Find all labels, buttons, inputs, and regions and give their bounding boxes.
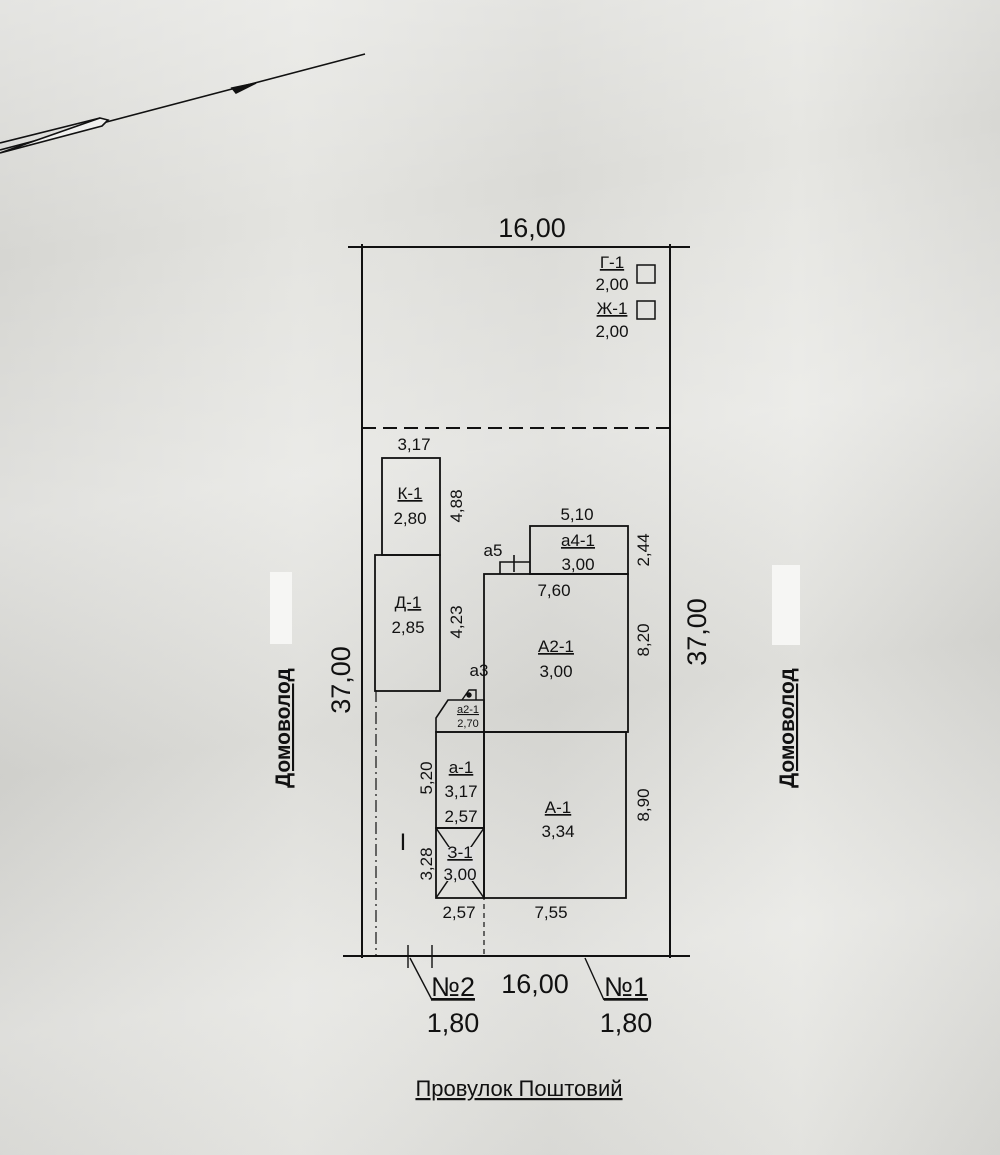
a-1-label: а-1 (449, 758, 474, 777)
redaction-box-left (270, 572, 292, 644)
d1-height: 2,85 (391, 618, 424, 637)
a-1-length: 5,20 (417, 761, 436, 794)
gate1-leader (584, 957, 605, 1001)
a-1-width: 2,57 (444, 807, 477, 826)
zh1-label: Ж-1 (597, 299, 628, 318)
a3-outline (461, 689, 477, 701)
k1-height: 2,80 (393, 509, 426, 528)
redaction-box-right (772, 565, 800, 645)
g1-symbol (636, 264, 656, 284)
street-label: Провулок Поштовий (415, 1076, 622, 1101)
well-symbol: I (400, 829, 407, 856)
k1-outline (381, 457, 441, 556)
A2-1-length: 8,20 (634, 623, 653, 656)
g1-height: 2,00 (595, 275, 628, 294)
gate1-width: 1,80 (600, 1008, 653, 1038)
d1-label: Д-1 (395, 593, 422, 612)
neighbor-left-label: Домоволод (272, 668, 295, 788)
gate2-width: 1,80 (427, 1008, 480, 1038)
A2-1-width: 7,60 (537, 581, 570, 600)
a5-porch-outline (499, 561, 530, 574)
d1-outline (374, 554, 441, 692)
A-1-label: А-1 (545, 798, 571, 817)
gate2-leader (409, 957, 433, 1001)
a4-1-width: 5,10 (560, 505, 593, 524)
k1-label: К-1 (397, 484, 422, 503)
a4-1-height: 3,00 (561, 555, 594, 574)
g1-label: Г-1 (600, 253, 624, 272)
z-1-length: 3,28 (417, 847, 436, 880)
k1-length: 4,88 (447, 489, 466, 522)
neighbor-right-label: Домоволод (776, 668, 799, 788)
a-1-height: 3,17 (444, 782, 477, 801)
north-arrow-head (230, 82, 257, 95)
z-1-label: З-1 (447, 843, 472, 862)
z-1-height: 3,00 (443, 865, 476, 884)
a4-1-depth: 2,44 (634, 533, 653, 566)
z-1-label-bg (447, 847, 475, 881)
north-arrow-tail (0, 117, 110, 154)
a5-porch-symbol (499, 555, 530, 574)
A2-1-height: 3,00 (539, 662, 572, 681)
A-1-height: 3,34 (541, 822, 574, 841)
a5-label: а5 (484, 541, 503, 560)
a3-label: а3 (470, 661, 489, 680)
plot-boundary (343, 244, 690, 958)
A2-1-label: А2-1 (538, 637, 574, 656)
a3-dot (466, 692, 472, 698)
plot-right-length: 37,00 (682, 598, 712, 666)
plot-bottom-width: 16,00 (501, 969, 569, 999)
plot-top-width: 16,00 (498, 213, 566, 243)
gate-marks (407, 945, 605, 1001)
plot-left-length: 37,00 (326, 646, 356, 714)
a3-symbol (461, 689, 477, 701)
a4-1-label: а4-1 (561, 531, 595, 550)
gate1-label: №1 (604, 972, 648, 1002)
north-arrow (0, 53, 366, 154)
k1-width: 3,17 (397, 435, 430, 454)
a2-1-label: а2-1 (457, 704, 479, 716)
z-1-width: 2,57 (442, 903, 475, 922)
zh1-height: 2,00 (595, 322, 628, 341)
zh1-symbol (636, 300, 656, 320)
gate2-label: №2 (431, 972, 475, 1002)
z-1-outline (435, 827, 485, 899)
north-arrow-tail-line (0, 117, 101, 144)
A-1-width: 7,55 (534, 903, 567, 922)
a2-1-height: 2,70 (457, 718, 478, 730)
A-1-length: 8,90 (634, 788, 653, 821)
d1-length: 4,23 (447, 605, 466, 638)
